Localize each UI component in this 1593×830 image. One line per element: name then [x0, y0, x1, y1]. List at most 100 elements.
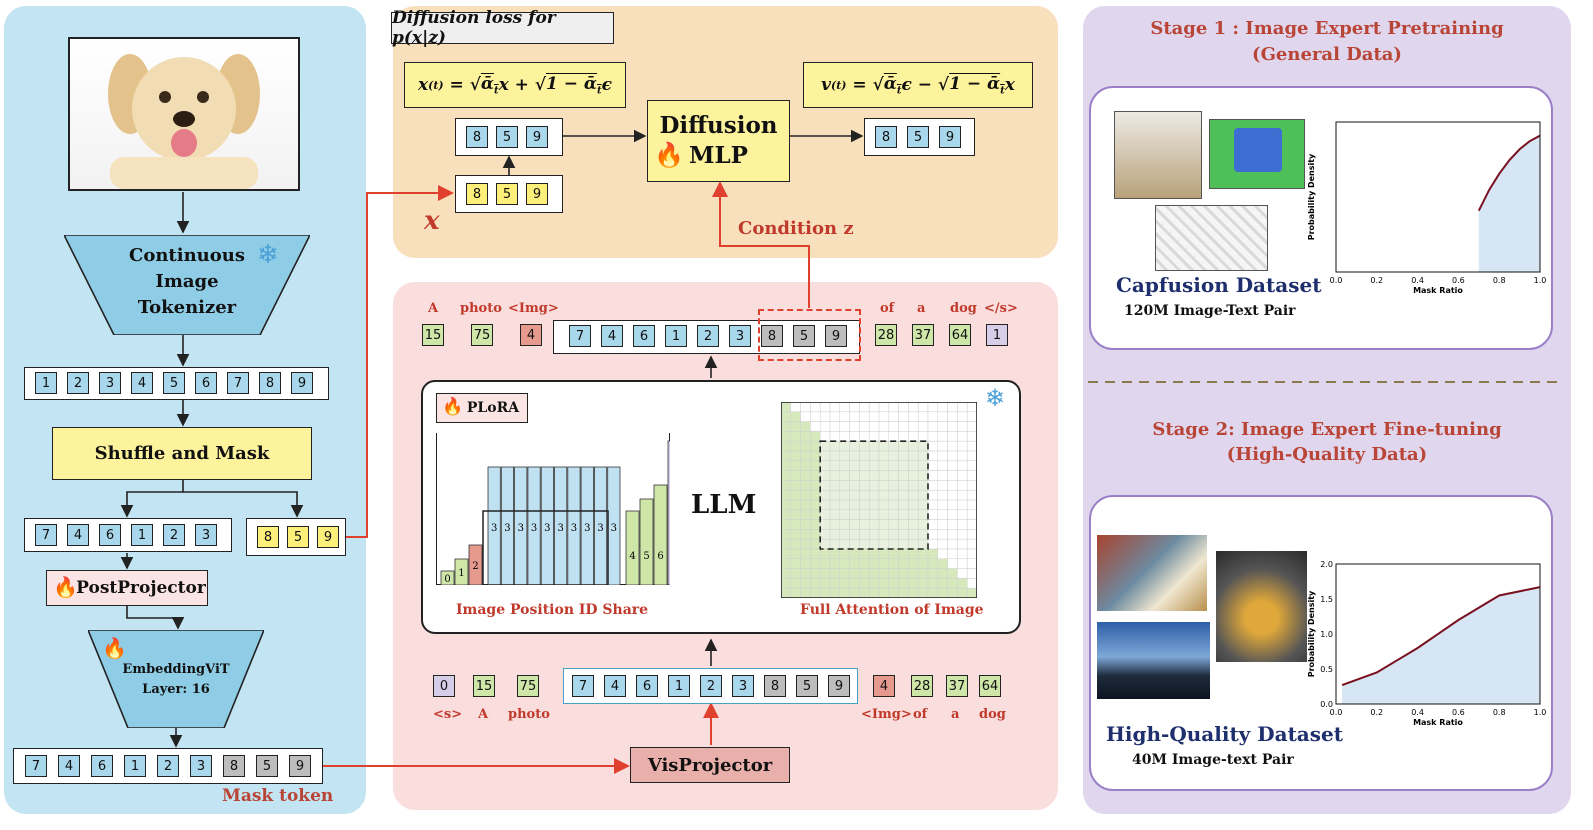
attention-cell — [927, 568, 939, 579]
attention-cell — [868, 558, 880, 569]
attention-cell — [878, 411, 890, 422]
dataset1-sub: 120M Image-Text Pair — [1124, 303, 1296, 319]
attention-cell — [908, 440, 919, 452]
attention-cell — [810, 421, 821, 432]
token: 7 — [227, 372, 249, 394]
attention-cell — [878, 421, 890, 432]
caption-word: <Img> — [861, 707, 912, 722]
attention-cell — [888, 460, 899, 471]
attention-cell — [800, 460, 811, 471]
attention-cell — [937, 578, 948, 589]
attention-cell — [927, 460, 939, 471]
x-tick-label: 0.0 — [1330, 276, 1343, 285]
caption-word: of — [880, 301, 895, 316]
token: 5 — [496, 183, 518, 205]
position-bar-label: 4 — [629, 551, 635, 562]
attention-cell — [868, 431, 880, 442]
attention-cell — [829, 568, 841, 579]
attention-cell — [898, 402, 909, 413]
x-tick-label: 0.6 — [1452, 708, 1465, 717]
attention-cell — [819, 411, 831, 422]
attention-cell — [849, 509, 860, 520]
position-bar-label: 3 — [611, 523, 617, 534]
attention-cell — [819, 499, 831, 511]
attention-cell — [849, 480, 860, 491]
density-area — [1342, 587, 1540, 704]
attention-cell — [937, 440, 948, 452]
attention-cell — [868, 578, 880, 589]
attention-cell — [810, 558, 821, 569]
attention-cell — [947, 421, 958, 432]
attention-cell — [957, 489, 968, 501]
attention-cell — [878, 460, 890, 471]
position-bar-label: 3 — [518, 523, 524, 534]
attention-cell — [878, 450, 890, 462]
attention-cell — [898, 431, 909, 442]
attention-cell — [839, 558, 850, 569]
diffusion-title-box: Diffusion loss for p(x|z) — [391, 8, 614, 48]
position-bar-label: 5 — [643, 551, 649, 562]
attention-cell — [937, 529, 948, 540]
attention-cell — [937, 587, 948, 598]
flame-icon: 🔥 — [654, 141, 684, 169]
attention-cell — [790, 558, 801, 569]
token: 4 — [873, 675, 895, 697]
flame-icon: 🔥 — [442, 397, 464, 417]
attention-cell — [829, 529, 841, 540]
token: 8 — [466, 126, 488, 148]
attention-cell — [859, 538, 870, 550]
attention-cell — [800, 431, 811, 442]
position-bar — [567, 466, 581, 585]
attention-cell — [810, 509, 821, 520]
x-tick-label: 0.8 — [1493, 276, 1506, 285]
vis-projector-box: VisProjector — [630, 747, 790, 783]
attention-cell — [859, 431, 870, 442]
attention-cell — [917, 421, 929, 432]
token: 37 — [912, 324, 934, 346]
attention-cell — [829, 499, 841, 511]
attention-cell — [839, 578, 850, 589]
attention-cell — [927, 538, 939, 550]
density-line — [1341, 586, 1541, 687]
density-line — [1477, 134, 1541, 212]
attention-cell — [839, 587, 850, 598]
attention-cell — [839, 470, 850, 481]
token: 6 — [633, 325, 655, 347]
attention-cell — [839, 421, 850, 432]
attention-cell — [878, 489, 890, 501]
attention-cell — [839, 509, 850, 520]
attention-cell — [966, 519, 977, 530]
attention-cell — [966, 440, 977, 452]
attention-cell — [947, 402, 958, 413]
attention-cell — [947, 509, 958, 520]
attention-cell — [839, 402, 850, 413]
diffusion-mlp-label-2: MLP — [689, 142, 748, 169]
attention-cell — [966, 431, 977, 442]
attention-cell — [790, 538, 801, 550]
attention-cell — [947, 519, 958, 530]
flame-icon: 🔥 — [102, 636, 127, 660]
snowflake-icon: ❄ — [257, 240, 279, 270]
attention-cell — [819, 519, 831, 530]
attention-cell — [790, 450, 801, 462]
attention-cell — [800, 470, 811, 481]
attention-cell — [966, 548, 977, 560]
attention-cell — [878, 519, 890, 530]
attention-cell — [966, 411, 977, 422]
token: 9 — [526, 183, 548, 205]
x-label: x — [424, 206, 440, 236]
attention-cell — [819, 538, 831, 550]
attention-cell — [800, 568, 811, 579]
attention-cell — [810, 470, 821, 481]
attention-cell — [927, 440, 939, 452]
attention-cell — [819, 480, 831, 491]
attention-cell — [868, 538, 880, 550]
attention-cell — [957, 538, 968, 550]
sample-image-food — [1114, 111, 1202, 199]
attention-grid — [781, 402, 977, 598]
position-bar-label: 3 — [491, 523, 497, 534]
image-attention-block — [819, 440, 929, 550]
token: 9 — [825, 325, 847, 347]
attention-cell — [790, 480, 801, 491]
attention-cell — [888, 538, 899, 550]
